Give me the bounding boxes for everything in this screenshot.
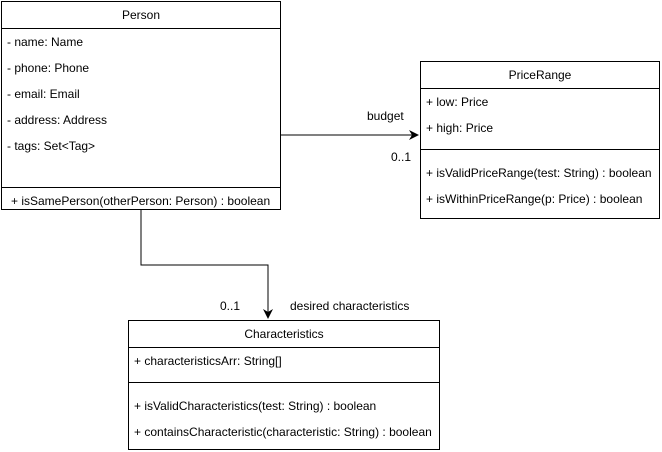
attribute-row: - address: Address xyxy=(7,113,108,127)
characteristics-class[interactable]: Characteristics + characteristicsArr: St… xyxy=(128,320,440,450)
characteristics-operations: + isValidCharacteristics(test: String) :… xyxy=(129,382,439,445)
attribute-row: + high: Price xyxy=(426,121,494,135)
characteristics-attributes: + characteristicsArr: String[] xyxy=(129,348,439,382)
attribute-row: + characteristicsArr: String[] xyxy=(134,354,282,368)
budget-role-label: budget xyxy=(367,109,404,123)
operation-row: + isValidCharacteristics(test: String) :… xyxy=(134,399,377,413)
person-class[interactable]: Person - name: Name - phone: Phone - ema… xyxy=(1,1,281,210)
person-operations: + isSamePerson(otherPerson: Person) : bo… xyxy=(2,187,280,214)
attribute-row: + low: Price xyxy=(426,95,489,109)
attribute-row: - phone: Phone xyxy=(7,61,90,75)
person-attributes: - name: Name - phone: Phone - email: Ema… xyxy=(2,29,280,187)
characteristics-class-name: Characteristics xyxy=(129,321,439,348)
characteristics-association-line xyxy=(140,210,273,319)
price-range-class-name: PriceRange xyxy=(421,62,659,89)
operation-row: + isWithinPriceRange(p: Price) : boolean xyxy=(426,192,643,206)
person-class-name: Person xyxy=(2,2,280,29)
budget-multiplicity-label: 0..1 xyxy=(391,150,412,164)
operation-row: + isValidPriceRange(test: String) : bool… xyxy=(426,166,652,180)
operation-row: + containsCharacteristic(characteristic:… xyxy=(134,425,432,439)
attribute-row: - tags: Set<Tag> xyxy=(7,139,96,153)
characteristics-role-label: desired characteristics xyxy=(290,299,410,313)
characteristics-multiplicity-label: 0..1 xyxy=(220,299,241,313)
price-range-operations: + isValidPriceRange(test: String) : bool… xyxy=(421,149,659,212)
price-range-attributes: + low: Price + high: Price xyxy=(421,89,659,149)
operation-row: + isSamePerson(otherPerson: Person) : bo… xyxy=(11,194,271,208)
price-range-class[interactable]: PriceRange + low: Price + high: Price + … xyxy=(420,61,660,219)
attribute-row: - email: Email xyxy=(7,87,80,101)
attribute-row: - name: Name xyxy=(7,35,84,49)
